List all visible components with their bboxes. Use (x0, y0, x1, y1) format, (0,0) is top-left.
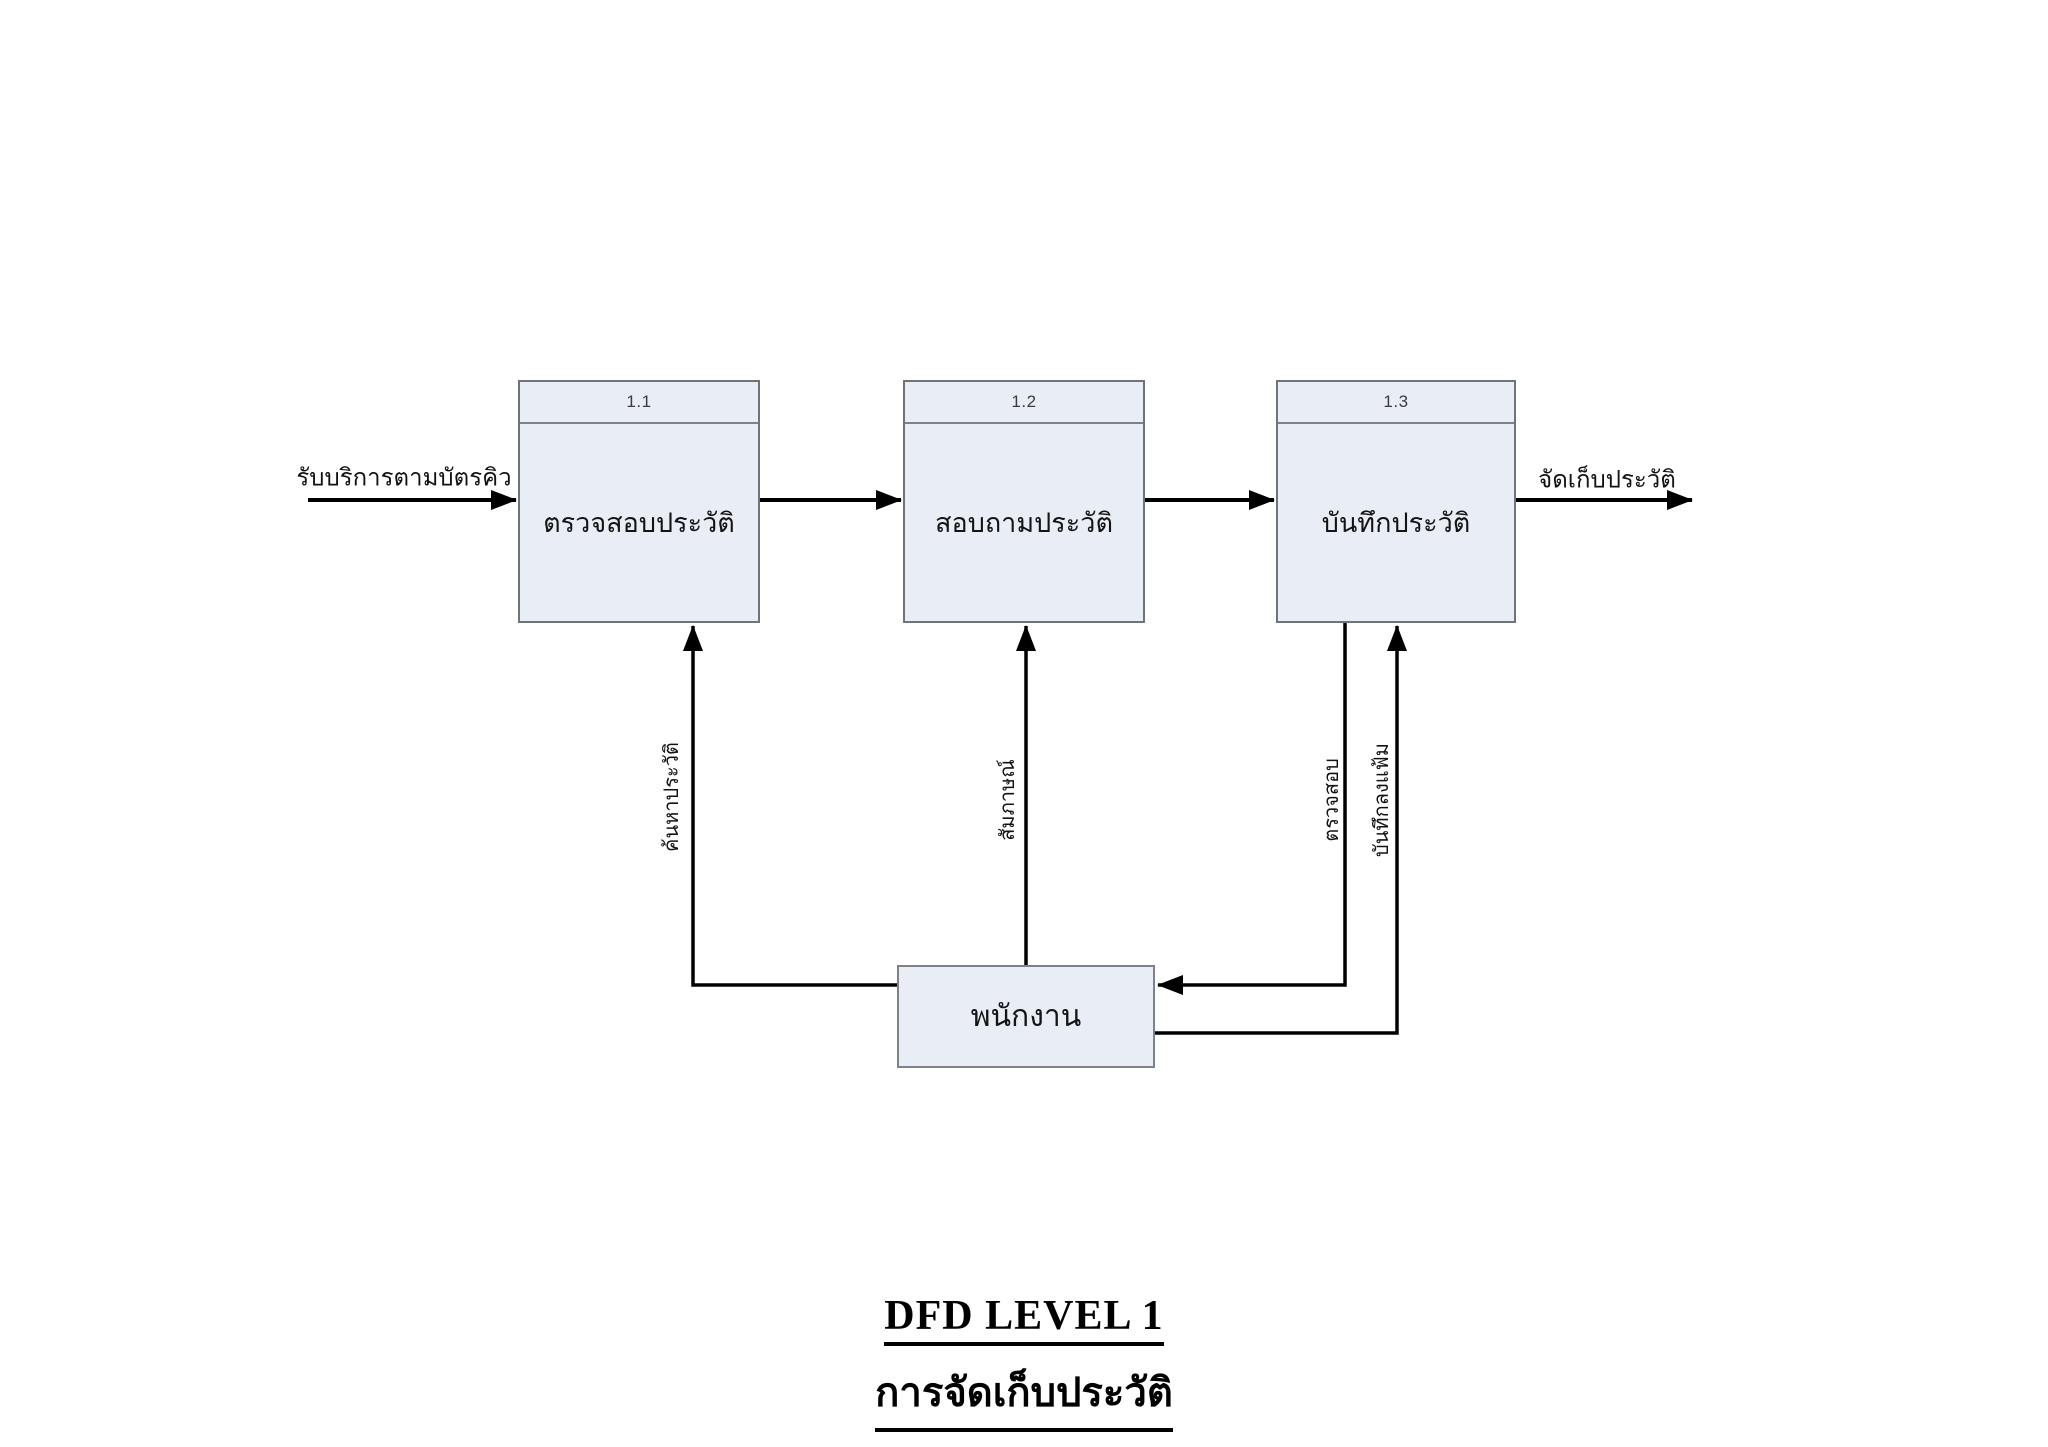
process-name-label: สอบถามประวัติ (935, 508, 1113, 538)
process-box-1-2: 1.2 สอบถามประวัติ (903, 380, 1145, 623)
flow-label-search-history: ค้นหาประวัติ (661, 742, 683, 852)
entity-name-label: พนักงาน (970, 1000, 1082, 1033)
process-name-label: บันทึกประวัติ (1321, 508, 1471, 538)
diagram-title-line2: การจัดเก็บประวัติ (875, 1360, 1173, 1432)
process-box-1-3: 1.3 บันทึกประวัติ (1276, 380, 1516, 623)
flow-arrow-p3-to-entity (1157, 623, 1347, 995)
process-box-1-1: 1.1 ตรวจสอบประวัติ (518, 380, 760, 623)
flow-label-verify: ตรวจสอบ (1321, 758, 1343, 842)
flow-arrow-entity-to-p3 (1155, 625, 1407, 1035)
diagram-title-line1: DFD LEVEL 1 (884, 1292, 1164, 1346)
flow-label-store-history: จัดเก็บประวัติ (1538, 466, 1676, 494)
process-name-label: ตรวจสอบประวัติ (543, 508, 735, 538)
flow-label-record-to-file: บันทึกลงแฟ้ม (1371, 743, 1393, 857)
flow-arrow-entity-to-p1 (683, 625, 897, 987)
process-id-label: 1.3 (1278, 382, 1514, 424)
process-id-label: 1.1 (520, 382, 758, 424)
entity-box-employee: พนักงาน (897, 965, 1155, 1068)
flow-label-interview: สัมภาษณ์ (997, 759, 1019, 841)
flow-label-incoming-queue: รับบริการตามบัตรคิว (296, 464, 512, 492)
process-id-label: 1.2 (905, 382, 1143, 424)
diagram-title-block: DFD LEVEL 1 การจัดเก็บประวัติ (0, 1292, 2048, 1432)
